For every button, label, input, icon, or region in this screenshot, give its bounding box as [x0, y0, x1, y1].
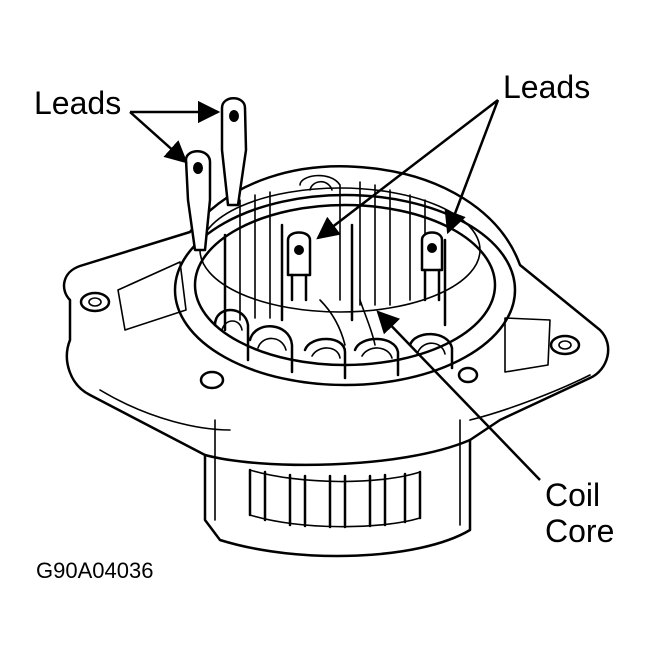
coil-label: Coil [545, 477, 600, 513]
lead-terminal-center [286, 231, 312, 302]
lead-terminal-left-upper [220, 97, 248, 207]
lead-terminal-right [420, 231, 444, 302]
callout-arrows [129, 99, 541, 481]
lead-terminal-left-lower [184, 150, 212, 252]
leads-label-left: Leads [34, 85, 121, 121]
core-label: Core [545, 513, 614, 549]
figure-id: G90A04036 [36, 558, 153, 583]
coil-windings [213, 174, 454, 380]
vent-slots [248, 468, 422, 529]
leads-label-right: Leads [503, 69, 590, 105]
